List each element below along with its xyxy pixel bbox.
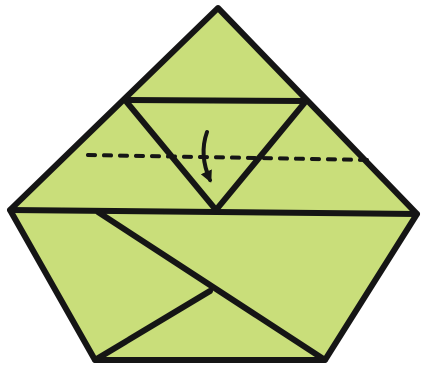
- upper-horizontal-crease: [125, 100, 306, 101]
- middle-horizontal-crease: [10, 210, 417, 214]
- paper-outline: [10, 8, 417, 360]
